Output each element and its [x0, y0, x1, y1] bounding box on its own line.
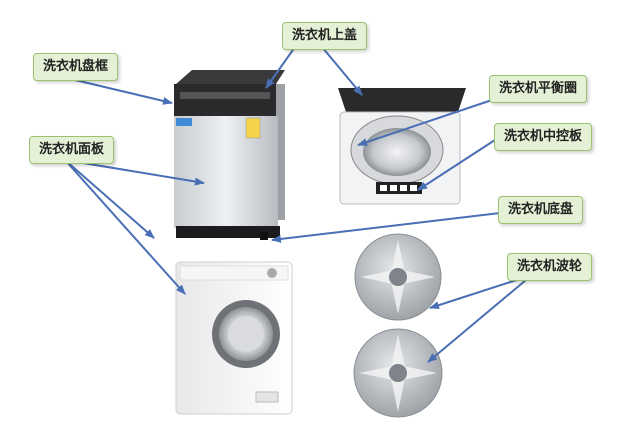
arrow-base: [271, 212, 501, 243]
label-control-panel: 洗衣机中控板: [494, 123, 593, 151]
label-frame: 洗衣机盘框: [33, 53, 119, 81]
arrow-control-panel: [417, 137, 499, 191]
open-washer-image: [338, 88, 466, 205]
label-top-lid: 洗衣机上盖: [282, 22, 368, 50]
pulsator-image-top: [354, 233, 442, 321]
label-balance-ring: 洗衣机平衡圈: [489, 75, 588, 103]
arrow-pulsator-2: [427, 274, 533, 363]
arrow-top-lid-right: [321, 46, 363, 96]
label-pulsator: 洗衣机波轮: [507, 253, 593, 281]
arrow-panel-2: [64, 159, 155, 239]
arrow-panel-3: [64, 159, 186, 295]
arrow-frame: [74, 79, 173, 105]
label-base: 洗衣机底盘: [498, 196, 584, 224]
arrow-top-lid-left: [265, 46, 296, 89]
label-panel: 洗衣机面板: [29, 136, 115, 164]
arrow-balance-ring: [357, 99, 493, 146]
front-load-washer-image: [175, 261, 293, 415]
pulsator-image-bottom: [353, 328, 443, 418]
top-load-washer-image: [174, 70, 285, 240]
